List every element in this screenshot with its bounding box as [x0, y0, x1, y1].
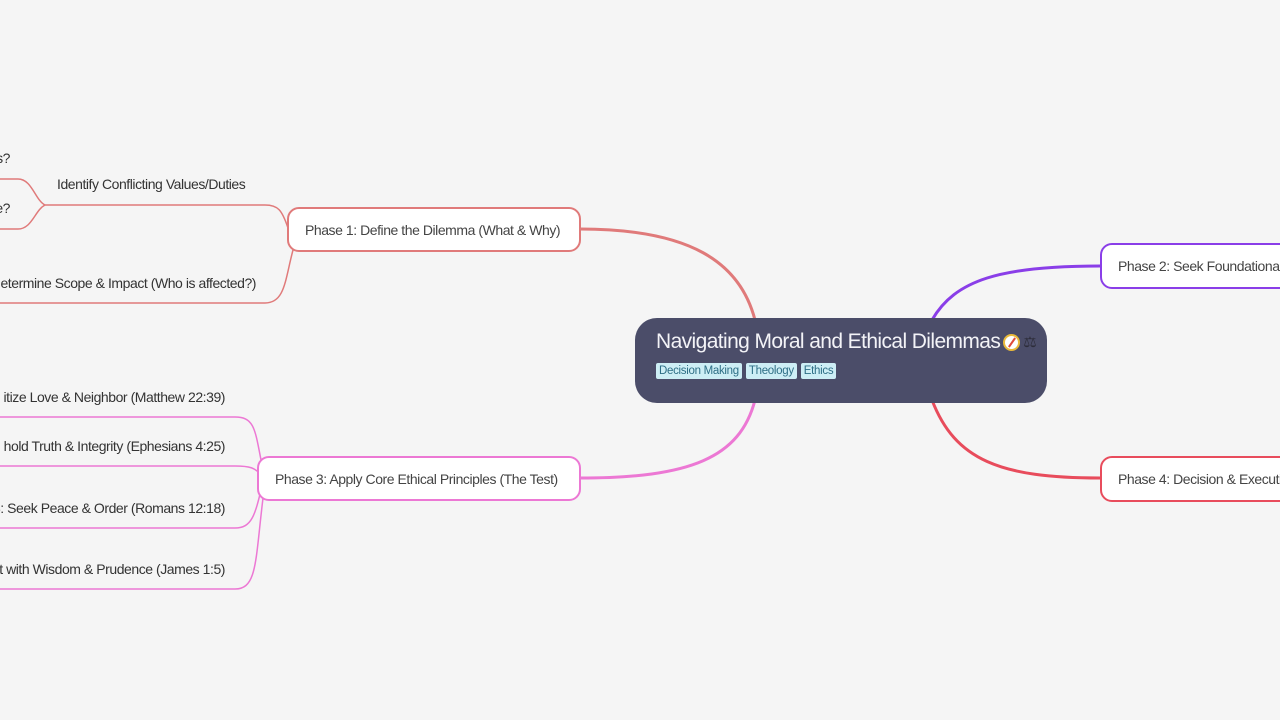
link-root-phase2 — [930, 264, 1101, 321]
topic-conflicting-sub2[interactable]: e? — [0, 200, 10, 216]
link-root-phase1 — [579, 227, 757, 321]
topic-truth-integrity[interactable]: hold Truth & Integrity (Ephesians 4:25) — [3, 438, 226, 454]
compass-icon — [1003, 333, 1021, 351]
link-conflicting-sub2 — [0, 204, 46, 230]
phase4-label: Phase 4: Decision & Executi — [1118, 471, 1280, 487]
topic-conflicting-sub1[interactable]: s? — [0, 150, 10, 166]
link-phase1-conflicting — [45, 204, 289, 229]
topic-determine-scope[interactable]: etermine Scope & Impact (Who is affected… — [0, 275, 256, 291]
topic-love-neighbor[interactable]: itize Love & Neighbor (Matthew 22:39) — [3, 389, 226, 405]
topic-wisdom-prudence[interactable]: t with Wisdom & Prudence (James 1:5) — [0, 561, 225, 577]
tag-decision-making[interactable]: Decision Making — [656, 363, 742, 379]
link-phase3-wisdom — [0, 489, 265, 590]
root-title: Navigating Moral and Ethical Dilemmas — [656, 330, 1001, 353]
topic-identify-conflicting[interactable]: Identify Conflicting Values/Duties — [57, 176, 246, 192]
scales-icon: ⚖ — [1023, 334, 1037, 351]
phase3-node[interactable]: Phase 3: Apply Core Ethical Principles (… — [257, 456, 581, 501]
link-phase3-love — [0, 416, 263, 466]
tag-ethics[interactable]: Ethics — [800, 363, 837, 379]
link-root-phase3 — [579, 399, 757, 480]
tag-theology[interactable]: Theology — [745, 363, 797, 379]
phase2-node[interactable]: Phase 2: Seek Foundationa — [1100, 243, 1280, 289]
phase2-label: Phase 2: Seek Foundationa — [1118, 258, 1280, 274]
link-conflicting-sub1 — [0, 178, 46, 206]
topic-peace-order[interactable]: 3: Seek Peace & Order (Romans 12:18) — [0, 500, 225, 516]
link-root-phase4 — [930, 399, 1101, 480]
link-phase1-scope — [0, 249, 294, 304]
phase1-node[interactable]: Phase 1: Define the Dilemma (What & Why) — [287, 207, 581, 252]
phase1-label: Phase 1: Define the Dilemma (What & Why) — [305, 221, 561, 238]
phase4-node[interactable]: Phase 4: Decision & Executi — [1100, 456, 1280, 502]
phase3-label: Phase 3: Apply Core Ethical Principles (… — [275, 470, 558, 487]
link-phase3-truth — [0, 465, 261, 475]
root-topic[interactable]: Navigating Moral and Ethical Dilemmas ⚖ … — [635, 318, 1047, 403]
